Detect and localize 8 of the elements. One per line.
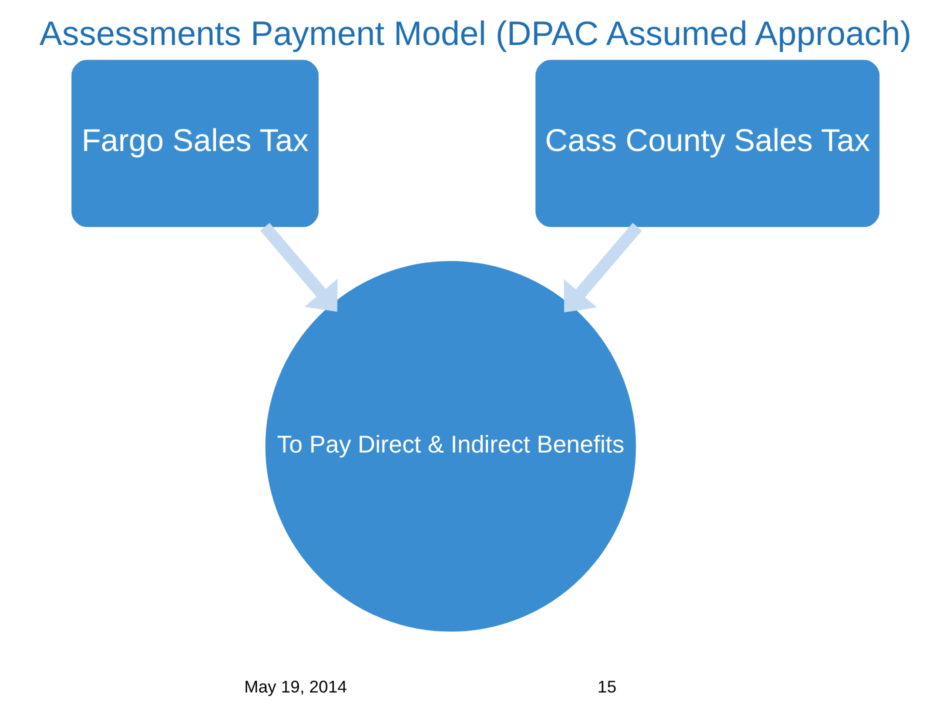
node-circle: To Pay Direct & Indirect Benefits [265, 261, 636, 632]
label: 15 [598, 677, 616, 696]
node-box: Fargo Sales Tax [71, 60, 319, 228]
label: May 19, 2014 [244, 677, 347, 696]
diagram-title: Assessments Payment Model (DPAC Assumed Approach) [40, 15, 912, 54]
arrow [260, 222, 338, 312]
node-box: Cass County Sales Tax [535, 60, 880, 228]
arrow [564, 222, 642, 312]
